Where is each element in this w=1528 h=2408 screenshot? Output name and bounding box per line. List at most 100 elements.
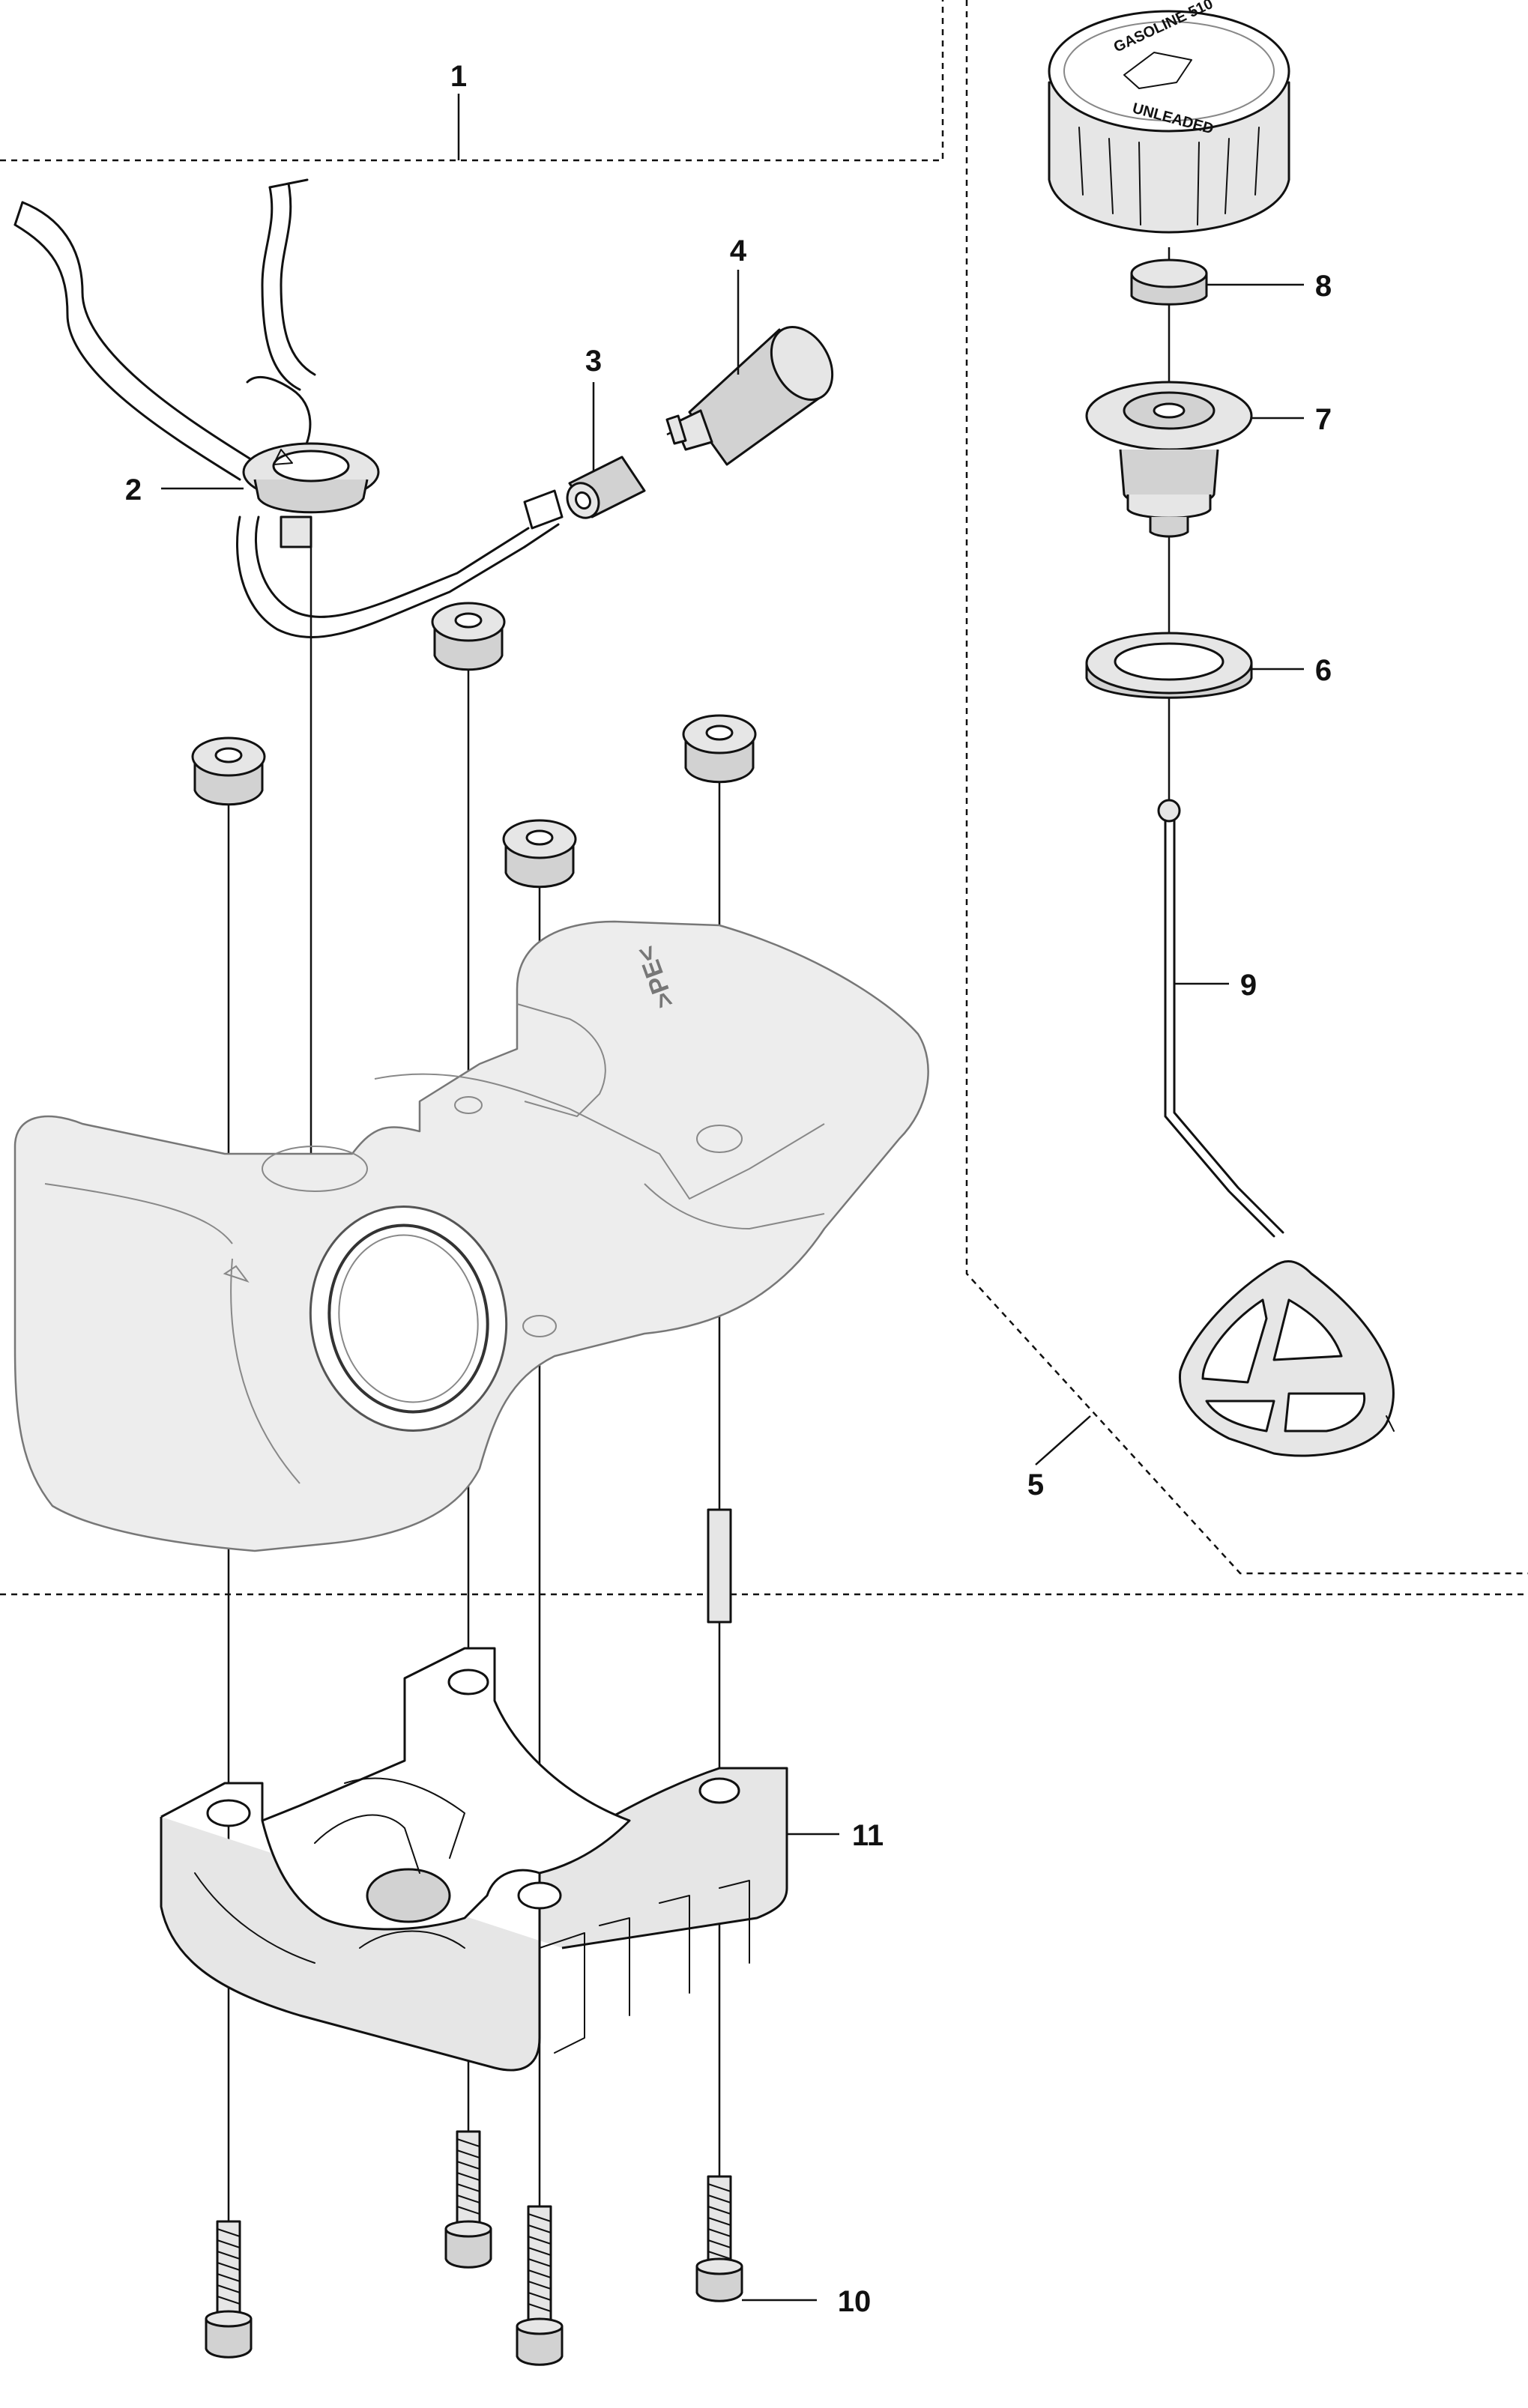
grommet-3 [502, 819, 577, 889]
bracket-fin-1 [539, 1932, 585, 2054]
fuel-cap: GASOLINE 510 UNLEADED [1048, 0, 1290, 234]
strap-window-1 [1201, 1298, 1268, 1384]
grommet-4-hole [705, 724, 734, 741]
gasket-part-6 [1085, 632, 1253, 699]
bracket-part-11 [160, 1647, 788, 2072]
tank-grommets [191, 602, 757, 889]
strap-tab [1386, 1415, 1395, 1432]
screw-4-shank [707, 1508, 732, 1624]
pickup-stub [280, 515, 312, 548]
tank-handle-recess [516, 1003, 606, 1118]
screw-10 [695, 2175, 743, 2302]
bracket-center-boss [366, 1868, 451, 1923]
fuel-lines [13, 178, 564, 638]
screw-1-thread [217, 2228, 241, 2305]
callouts: 1 2 3 4 5 6 7 8 9 10 11 [125, 60, 1332, 2318]
bracket-hole-center [517, 1881, 562, 1910]
fuel-line-return-edge [13, 223, 241, 481]
screw-2-head-top [444, 2220, 492, 2238]
tank-mount-hole-center [522, 1315, 557, 1337]
insert-stem [1149, 517, 1189, 538]
tank-arrow-icon [223, 1265, 250, 1283]
cap-grip-ribs [1078, 127, 1260, 226]
cap-fuel-pump-icon [1123, 52, 1192, 89]
grommet-3-hole [525, 829, 554, 846]
callout-5: 5 [1027, 1468, 1044, 1501]
fuel-line-return-end [13, 201, 24, 226]
fuel-line-pickup [236, 515, 526, 638]
fuel-line-pickup-end [523, 489, 564, 530]
cap-top-ring [1063, 21, 1275, 121]
callout-4: 4 [730, 235, 747, 267]
callout-1: 1 [450, 60, 467, 93]
bracket-side-curve [194, 1872, 315, 1964]
screw-2 [444, 2130, 492, 2269]
fuel-line-vent-edge [280, 182, 316, 376]
strap-cord-right [1173, 819, 1284, 1234]
screw-3 [516, 2205, 564, 2366]
bracket-fin-2 [599, 1917, 630, 2016]
vent-pad-top [1130, 258, 1208, 288]
filter-part-4 [665, 326, 834, 466]
tank-mount-hole-right [696, 1125, 743, 1153]
cap-insert-part-7 [1085, 381, 1253, 538]
screw-3-thread [528, 2213, 552, 2312]
grommet-1-hole [214, 747, 243, 763]
strap-cord-left [1164, 819, 1275, 1238]
bracket-outline [160, 1767, 788, 2072]
strap-window-4 [1284, 1392, 1366, 1433]
insert-center [1153, 402, 1186, 419]
callout-6: 6 [1315, 654, 1332, 687]
bracket-hole-right [698, 1777, 740, 1804]
grommet-hole [272, 450, 350, 482]
fuel-line-vent-end [268, 178, 309, 189]
bracket-top-face [160, 1647, 631, 1931]
bracket-hole-top [447, 1669, 489, 1695]
group-boundaries [0, 0, 1528, 1596]
screws [205, 1508, 743, 2366]
sleeve-part-3 [566, 456, 646, 519]
screw-4 [707, 1508, 732, 1624]
fuel-line-pickup-tip [523, 523, 560, 548]
screw-1-head-top [205, 2310, 253, 2328]
screw-2-thread [456, 2138, 480, 2215]
grommet-body [253, 479, 369, 514]
filter-nipple [665, 414, 687, 445]
callout-10: 10 [838, 2285, 872, 2318]
callout-3: 3 [585, 345, 602, 378]
sleeve-bore [575, 491, 591, 510]
leader-5 [1035, 1415, 1091, 1465]
assembly-1-boundary [0, 0, 944, 162]
fuel-line-vent [261, 186, 301, 391]
screw-3-head-top [516, 2317, 564, 2335]
filler-neck-thread [338, 1234, 479, 1403]
cap-top [1048, 10, 1290, 133]
assembly-5-boundary [965, 0, 1528, 1575]
grommet-part-2 [242, 442, 380, 548]
bracket-rib-3 [359, 1930, 465, 1949]
tank-pickup-port [262, 1146, 368, 1192]
screw-10-head [695, 2265, 743, 2302]
screw-1-head [205, 2317, 253, 2359]
bracket-hole-left [206, 1799, 251, 1827]
grommet-1 [191, 736, 266, 806]
callout-7: 7 [1315, 403, 1332, 436]
grommet-2 [431, 602, 506, 671]
vent-pad-part-8 [1130, 258, 1208, 306]
screw-3-head [516, 2325, 564, 2366]
callout-11: 11 [852, 1819, 884, 1852]
bracket-rib-2 [344, 1777, 465, 1859]
screw-1 [205, 2220, 253, 2359]
grommet-arrow-icon [273, 449, 293, 465]
fuel-line-pickup-edge [254, 515, 530, 618]
filter-end-cap [770, 326, 834, 401]
screw-10-head-top [695, 2257, 743, 2275]
strap-knob [1157, 799, 1181, 823]
tank-lower-edge [644, 1183, 825, 1230]
filler-neck-inner [327, 1223, 489, 1414]
strap-part-9 [1157, 799, 1395, 1457]
strap-window-3 [1205, 1400, 1275, 1433]
grommet-4 [682, 714, 757, 784]
